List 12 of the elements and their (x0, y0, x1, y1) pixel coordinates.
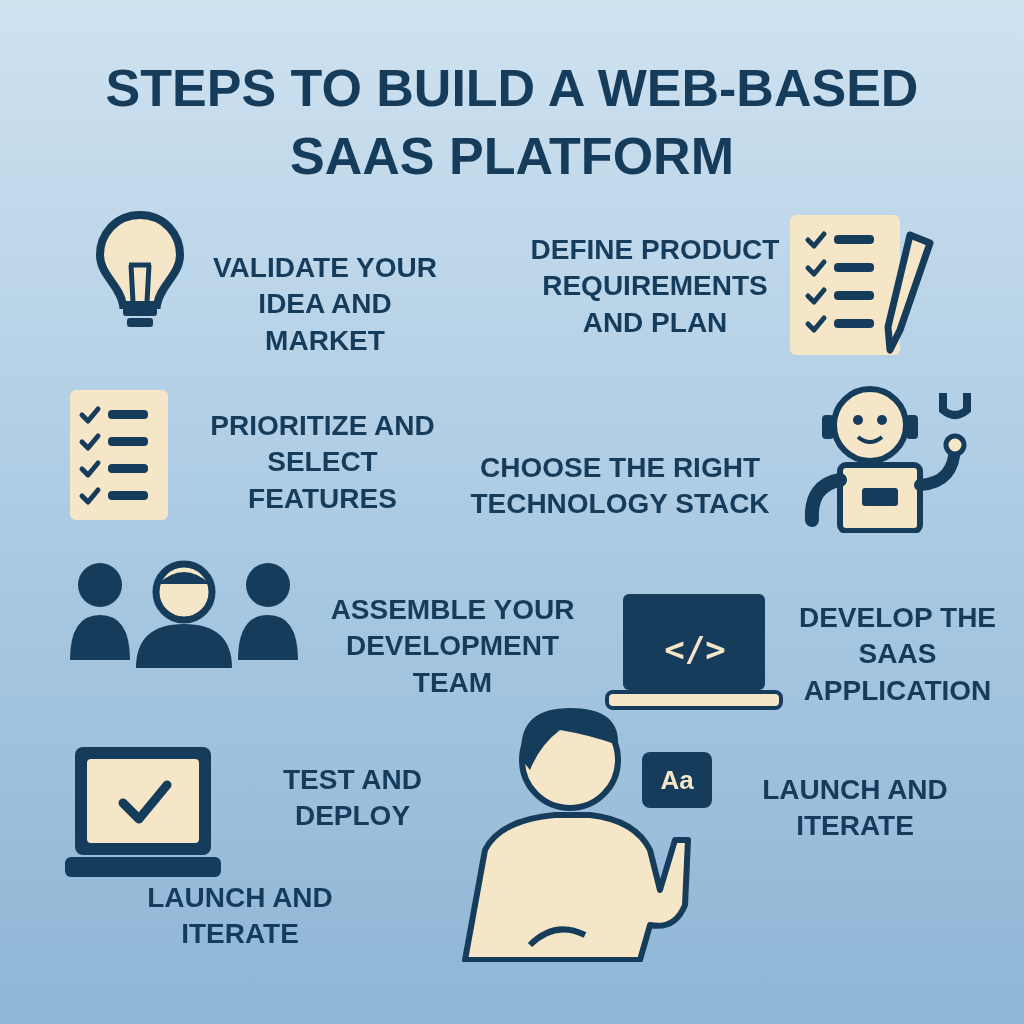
step-label: LAUNCH AND ITERATE (146, 881, 334, 952)
step-label: TEST AND DEPLOY (282, 763, 423, 834)
title: STEPS TO BUILD A WEB-BASED SAAS PLATFORM (104, 58, 920, 187)
step-label: DEFINE PRODUCT REQUIREMENTS AND PLAN (529, 233, 781, 340)
step-label: PRIORITIZE AND SELECT FEATURES (209, 409, 436, 516)
step-label: ASSEMBLE YOUR DEVELOPMENT TEAM (329, 593, 576, 700)
step-label: CHOOSE THE RIGHT TECHNOLOGY STACK (469, 451, 771, 522)
step-label: VALIDATE YOUR IDEA AND MARKET (212, 251, 438, 358)
code-symbol: </> (663, 632, 727, 666)
step-label: LAUNCH AND ITERATE (761, 773, 949, 844)
speech-bubble: Aa (642, 752, 712, 808)
step-label: DEVELOP THE SAAS APPLICATION (797, 601, 998, 708)
